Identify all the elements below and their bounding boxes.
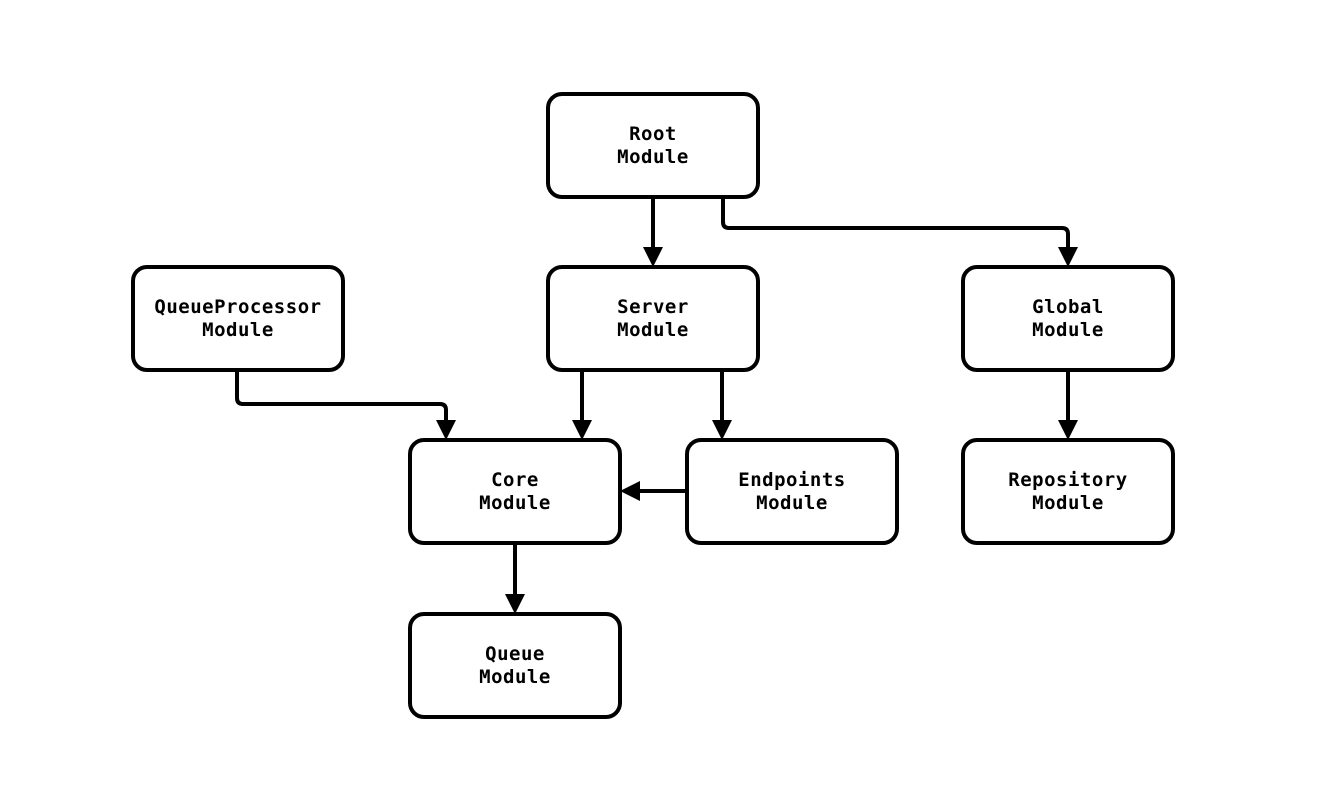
- node-label-line1: Core: [491, 469, 539, 491]
- arrowhead-icon: [572, 420, 592, 440]
- arrowhead-icon: [620, 481, 640, 501]
- node-label-line2: Module: [617, 146, 689, 168]
- node-box-core[interactable]: [408, 438, 622, 545]
- node-box-root[interactable]: [546, 92, 760, 199]
- node-label-line2: Module: [1032, 319, 1104, 341]
- edge-root-to-global: Root Module to Global Module: [721, 197, 1078, 267]
- arrowhead-icon: [436, 420, 456, 440]
- node-label-line2: Module: [479, 666, 551, 688]
- node-label-line1: Global: [1032, 296, 1104, 318]
- arrowhead-icon: [643, 247, 663, 267]
- node-box-server[interactable]: [546, 265, 760, 372]
- node-label-line2: Module: [1032, 492, 1104, 514]
- node-label-line2: Module: [479, 492, 551, 514]
- edge-core-to-queue: Core Module to Queue Module: [505, 543, 525, 614]
- node-label-line1: Endpoints: [738, 469, 845, 491]
- arrowhead-icon: [505, 594, 525, 614]
- edge-endpoints-to-core: Endpoints Module to Core Module: [620, 481, 687, 501]
- nodes-layer: RootModuleQueueProcessorModuleServerModu…: [131, 92, 1175, 719]
- node-box-queue[interactable]: [408, 612, 622, 719]
- arrowhead-icon: [1058, 247, 1078, 267]
- node-label-line1: Root: [629, 123, 677, 145]
- edge-server-to-core: Server Module to Core Module: [572, 370, 592, 440]
- node-box-repository[interactable]: [961, 438, 1175, 545]
- node-label-line1: QueueProcessor: [154, 296, 321, 318]
- edge-global-to-repository: Global Module to Repository Module: [1058, 370, 1078, 440]
- edge-queueprocessor-to-core: QueueProcessor Module to Core Module: [235, 370, 456, 440]
- node-label-line2: Module: [756, 492, 828, 514]
- edge-root-to-server: Root Module to Server Module: [643, 197, 663, 267]
- node-box-queueprocessor[interactable]: [131, 265, 345, 372]
- edge-server-to-endpoints: Server Module to Endpoints Module: [712, 370, 732, 440]
- edge-line: [235, 370, 448, 426]
- edge-line: [721, 197, 1070, 253]
- node-box-global[interactable]: [961, 265, 1175, 372]
- node-box-endpoints[interactable]: [685, 438, 899, 545]
- arrowhead-icon: [1058, 420, 1078, 440]
- arrowhead-icon: [712, 420, 732, 440]
- node-label-line2: Module: [202, 319, 274, 341]
- node-label-line1: Repository: [1008, 469, 1127, 491]
- node-label-line2: Module: [617, 319, 689, 341]
- node-label-line1: Server: [617, 296, 689, 318]
- node-label-line1: Queue: [485, 643, 545, 665]
- edges-layer: Root Module to Server Module Root Module …: [235, 197, 1078, 614]
